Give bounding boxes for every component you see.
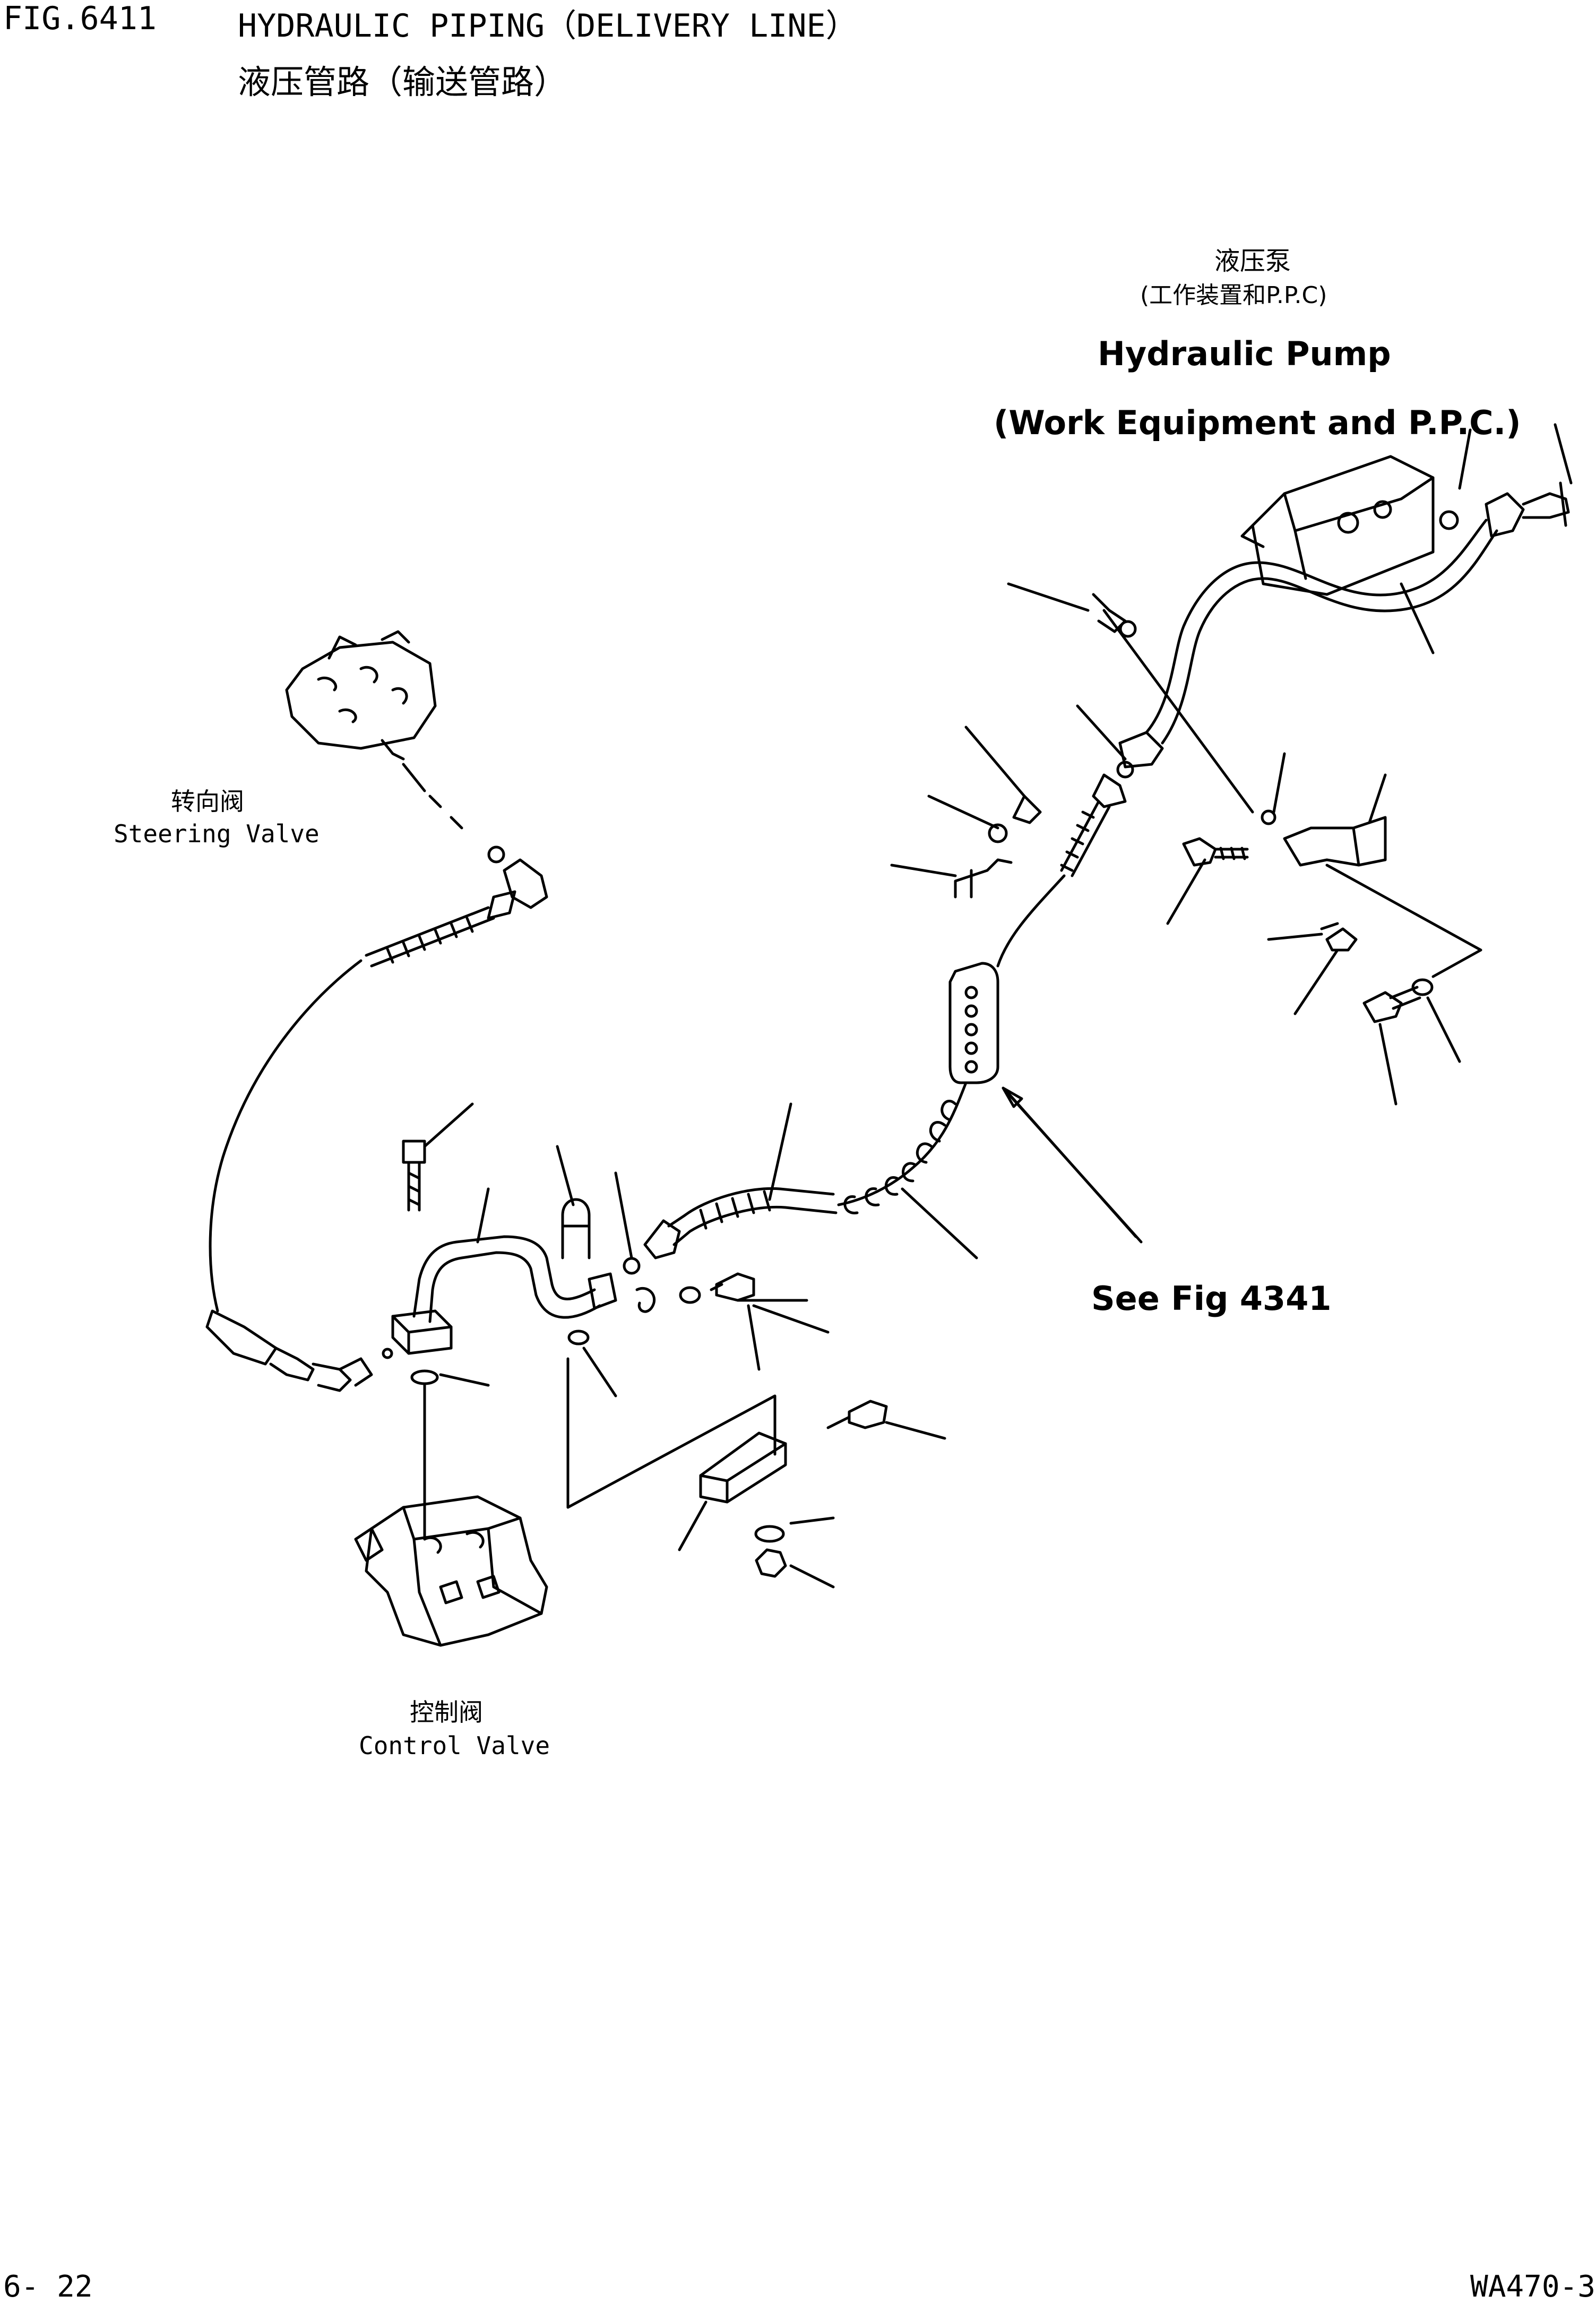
upper-pipe-clip [1092, 593, 1137, 638]
pump-label-cn: 液压泵 [1214, 246, 1291, 276]
page-number: 6- 22 [3, 2270, 93, 2304]
steering-valve-label-cn: 转向阀 [171, 787, 244, 816]
coil-spring-hose [837, 1081, 968, 1214]
pump-outlet-fitting [1439, 481, 1570, 538]
hydraulic-pump [1240, 455, 1435, 596]
steering-valve-label-en: Steering Valve [114, 819, 320, 848]
protective-sleeve [948, 962, 999, 1084]
steering-valve [285, 630, 463, 830]
pump-label-cn-sub: (工作装置和P.P.C) [1140, 282, 1327, 309]
see-fig-reference: See Fig 4341 [1091, 1279, 1332, 1318]
right-bracket [1182, 809, 1482, 1023]
see-fig-arrow [1002, 1086, 1143, 1244]
control-valve-label-cn: 控制阀 [410, 1698, 483, 1727]
leader-lines [423, 423, 1573, 1589]
control-valve-pipe [412, 1235, 617, 1323]
flange-bolt [402, 1140, 426, 1212]
figure-number: FIG.6411 [3, 0, 157, 37]
u-bolt-hardware [561, 1198, 755, 1345]
control-valve-label-en: Control Valve [359, 1731, 550, 1760]
control-valve [354, 1495, 548, 1647]
split-flange [391, 1309, 453, 1541]
figure-title-cn: 液压管路（输送管路） [238, 63, 567, 101]
pump-label-en-sub: (Work Equipment and P.P.C.) [994, 403, 1521, 442]
mid-hose-fitting [996, 731, 1164, 968]
delivery-pipe-upper [1145, 519, 1498, 745]
lower-hose [623, 1187, 838, 1275]
model-number: WA470-3 [1470, 2270, 1596, 2304]
figure-title-en: HYDRAULIC PIPING（DELIVERY LINE） [238, 7, 858, 45]
steering-hose [205, 845, 548, 1392]
pump-label-en: Hydraulic Pump [1098, 334, 1391, 373]
lower-bracket [566, 1357, 888, 1578]
clamp-parts-upper-left [954, 795, 1042, 899]
